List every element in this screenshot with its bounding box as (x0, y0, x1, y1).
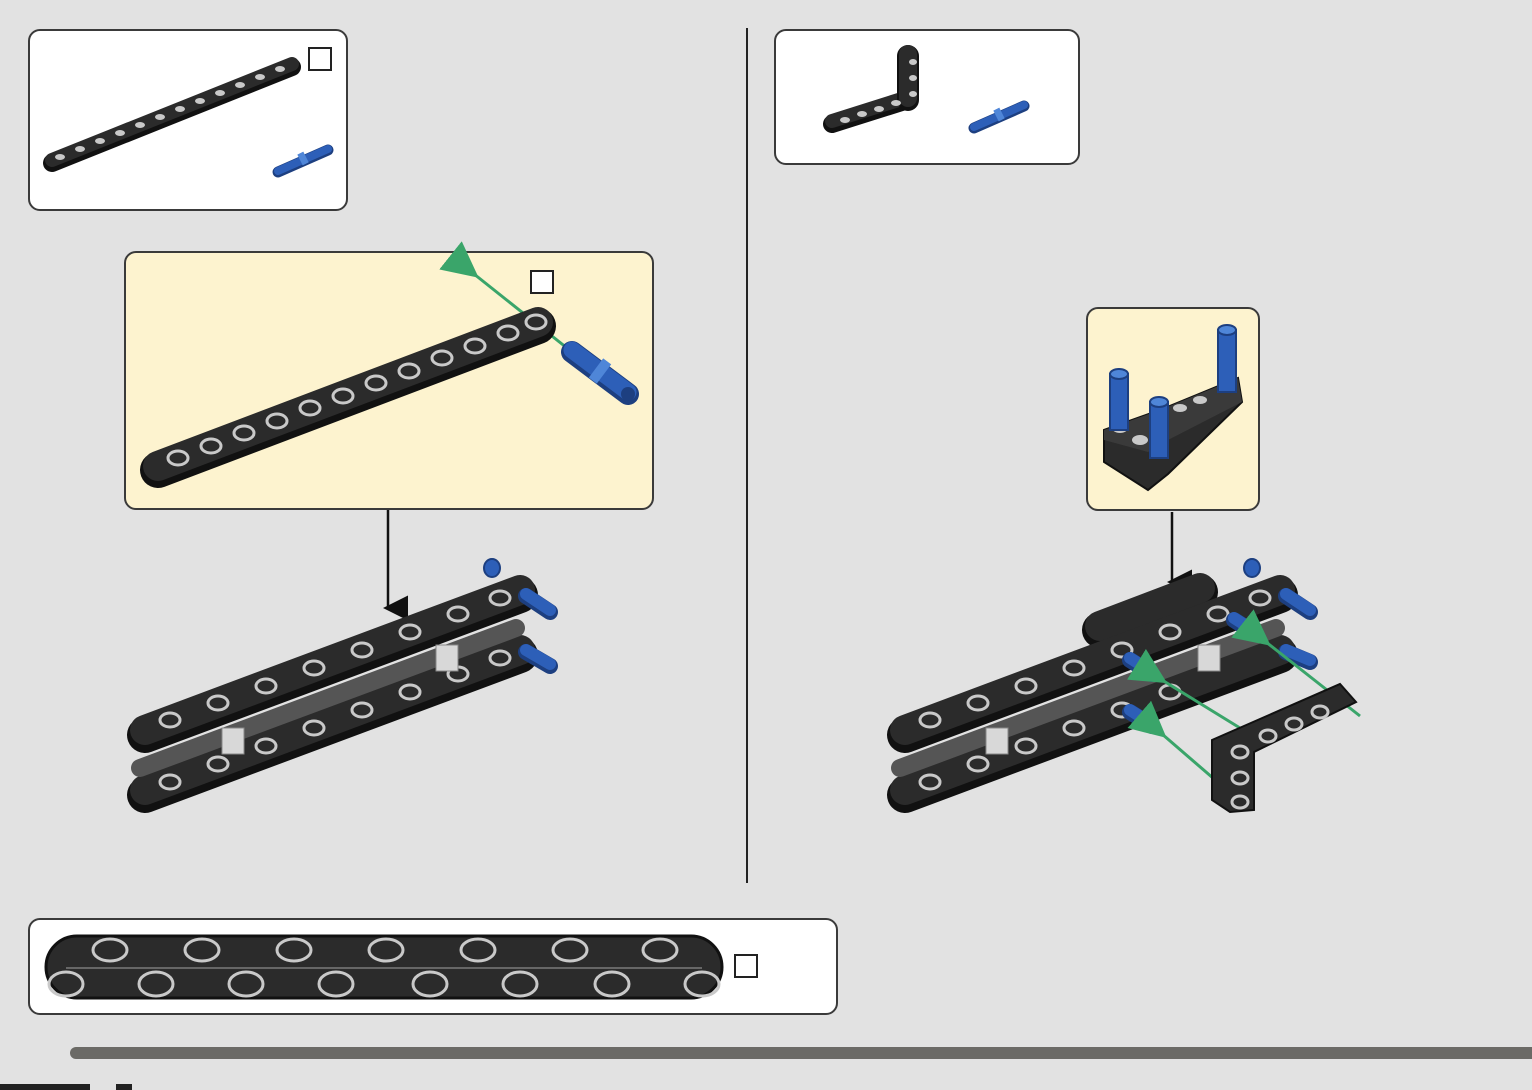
l-beam-icon (832, 54, 917, 124)
right-blue-pin-icon (974, 105, 1024, 128)
double-beam-assembly-icon (140, 590, 520, 795)
subassembly-blue-pin-icon (572, 350, 635, 401)
blue-pin-icon (278, 149, 328, 172)
beam-1to1-icon (46, 936, 722, 998)
l-beam-with-pins-icon (1104, 325, 1242, 490)
right-l-beam-part (1212, 684, 1356, 812)
subassembly-long-beam-icon (158, 315, 546, 470)
long-beam-icon (52, 64, 292, 163)
